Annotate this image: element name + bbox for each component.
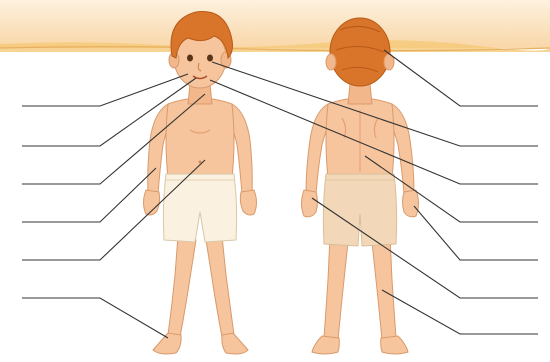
front-eye-left (187, 55, 193, 62)
front-eye-right (207, 55, 213, 62)
leader-lines (22, 50, 538, 338)
boy-front (144, 12, 257, 354)
back-right-hand (403, 190, 419, 217)
front-shorts (163, 174, 236, 242)
background-band (0, 0, 550, 52)
boy-back (302, 18, 419, 354)
blank-R5 (414, 206, 538, 260)
back-left-leg (324, 236, 348, 340)
front-right-hand (240, 190, 256, 215)
front-right-leg (206, 236, 234, 337)
back-shorts (323, 174, 396, 246)
back-left-hand (302, 190, 318, 217)
blank-L4 (22, 168, 156, 222)
blank-R1 (384, 50, 538, 106)
front-left-leg (168, 236, 196, 337)
back-right-leg (372, 236, 396, 340)
blank-L6 (22, 298, 168, 338)
front-torso (166, 98, 234, 178)
front-left-foot (153, 333, 181, 354)
blank-R7 (382, 290, 538, 334)
front-right-foot (222, 333, 248, 354)
